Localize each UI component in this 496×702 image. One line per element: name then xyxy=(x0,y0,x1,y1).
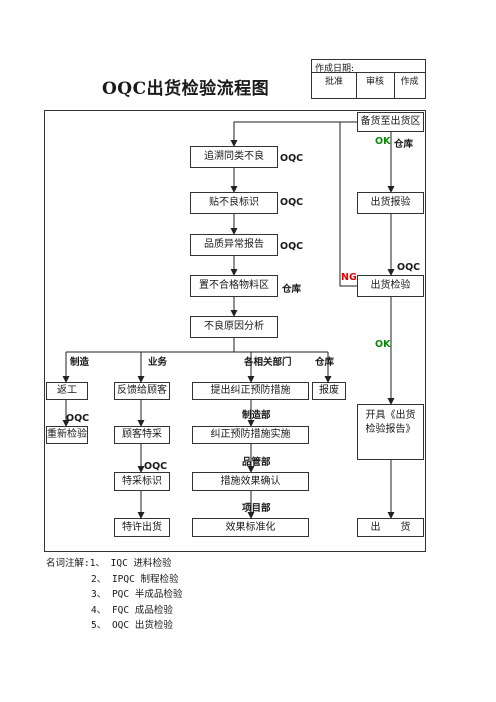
glossary-heading: 名词注解: xyxy=(46,558,90,569)
dept-all-label: 各相关部门 xyxy=(244,357,292,368)
oqc-concession-label: OQC xyxy=(144,461,168,472)
flowchart-frame xyxy=(44,110,426,552)
dept-warehouse-label: 仓库 xyxy=(315,357,335,368)
customer-feedback-box: 反馈给顾客 xyxy=(114,382,170,400)
author-label: 作成 xyxy=(400,77,419,87)
concession-shipment-box: 特许出货 xyxy=(114,518,170,537)
effect-confirmation-box: 措施效果确认 xyxy=(192,472,309,491)
concession-label-box: 特采标识 xyxy=(114,472,170,491)
trace-similar-defects-box: 追溯同类不良 xyxy=(190,146,278,168)
stock-to-shipping-area-box: 备货至出货区 xyxy=(357,112,424,132)
manufacturing-dept-label: 制造部 xyxy=(242,410,271,421)
corrective-implementation-box: 纠正预防措施实施 xyxy=(192,426,309,444)
glossary-item: 5、 OQC 出货检验 xyxy=(91,620,173,631)
ok-mid-label: OK xyxy=(375,339,391,350)
quality-exception-report-box: 品质异常报告 xyxy=(190,234,278,256)
quality-dept-label: 品管部 xyxy=(242,457,271,468)
corrective-action-box: 提出纠正预防措施 xyxy=(192,382,309,400)
ok-top-label: OK xyxy=(375,136,391,147)
scrap-box: 报废 xyxy=(312,382,346,400)
oqc-mark-label: OQC xyxy=(280,197,304,208)
dept-sales-label: 业务 xyxy=(148,357,168,368)
page-title: OQC出货检验流程图 xyxy=(102,79,270,99)
glossary-item: 3、 PQC 半成品检验 xyxy=(91,589,183,600)
approve-label: 批准 xyxy=(324,77,343,87)
defect-label-box: 贴不良标识 xyxy=(190,192,278,214)
approval-table: 作成日期: 批准 审核 作成 xyxy=(311,59,426,99)
warehouse-ng-label: 仓库 xyxy=(282,284,302,295)
root-cause-analysis-box: 不良原因分析 xyxy=(190,316,278,338)
glossary-item: 4、 FQC 成品检验 xyxy=(91,604,173,616)
oqc-reinspect-label: OQC xyxy=(66,413,90,424)
reinspection-box: 重新检验 xyxy=(46,426,88,444)
oqc-report-label: OQC xyxy=(280,241,304,252)
created-date-label: 作成日期: xyxy=(315,64,355,74)
glossary-item: 名词注解:1、 IQC 进料检验 xyxy=(46,558,172,569)
review-label: 审核 xyxy=(365,77,384,87)
shipment-box: 出 货 xyxy=(357,518,424,537)
glossary-item: 2、 IPQC 制程检验 xyxy=(91,573,179,585)
project-dept-label: 项目部 xyxy=(242,503,271,514)
standardization-box: 效果标准化 xyxy=(192,518,309,537)
shipment-inspection-box: 出货检验 xyxy=(357,275,424,297)
oqc-right-label: OQC xyxy=(397,262,421,273)
glossary-notes: 名词注解:1、 IQC 进料检验 2、 IPQC 制程检验 3、 PQC 半成品… xyxy=(46,556,182,634)
warehouse-top-label: 仓库 xyxy=(394,139,414,150)
nonconforming-area-box: 置不合格物料区 xyxy=(190,275,278,297)
rework-box: 返工 xyxy=(46,382,88,400)
ng-label: NG xyxy=(341,272,357,283)
shipment-inspection-request-box: 出货报验 xyxy=(357,192,424,214)
dept-manufacturing-label: 制造 xyxy=(70,357,90,368)
customer-concession-box: 顾客特采 xyxy=(114,426,170,444)
issue-inspection-report-box: 开具《出货检验报告》 xyxy=(357,404,424,460)
oqc-trace-label: OQC xyxy=(280,153,304,164)
